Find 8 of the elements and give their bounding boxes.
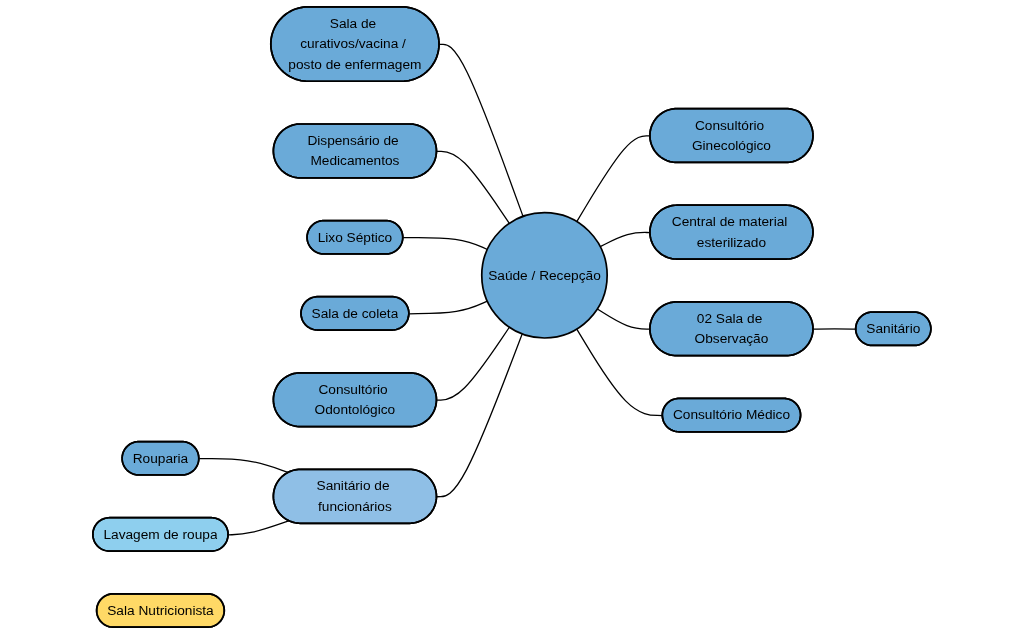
- connector: [402, 236, 489, 251]
- node-circle: Saúde / Recepção: [481, 211, 609, 339]
- connector: [228, 520, 290, 536]
- connector: [436, 333, 523, 498]
- connector: [436, 326, 511, 401]
- connector: [408, 300, 489, 315]
- connector: [436, 150, 511, 224]
- connector: [198, 458, 290, 474]
